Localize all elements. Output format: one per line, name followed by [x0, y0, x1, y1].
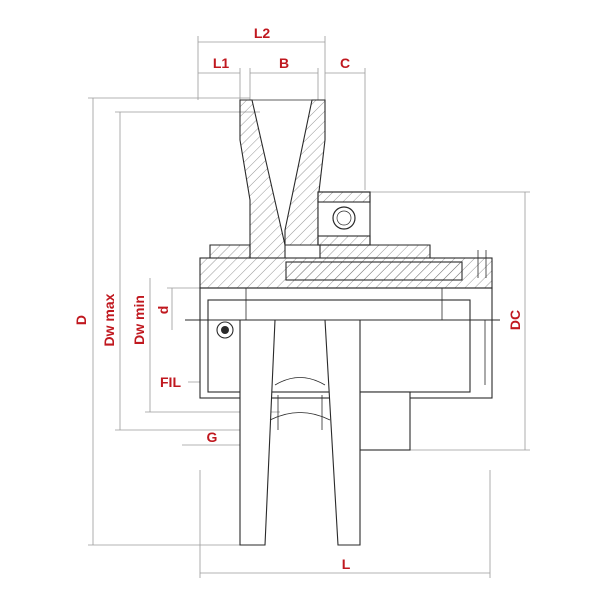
- bearing-outer-race: [317, 191, 371, 203]
- hub-right-section: [319, 244, 431, 259]
- dimension-labels: L2 L1 B C D Dw max Dw min d DC FIL G L: [73, 25, 523, 572]
- bearing-ball: [332, 206, 356, 230]
- label-FIL: FIL: [160, 374, 181, 390]
- bearing-inner-race: [317, 235, 371, 246]
- label-B: B: [279, 55, 289, 71]
- label-C: C: [340, 55, 350, 71]
- moving-flange-lower: [324, 319, 361, 546]
- label-DC: DC: [507, 310, 523, 330]
- fixed-flange-lower: [239, 319, 276, 546]
- label-G: G: [207, 429, 218, 445]
- label-Dw-min: Dw min: [131, 295, 147, 345]
- bearing-housing-lower: [359, 391, 411, 451]
- key-section: [285, 261, 463, 281]
- label-L: L: [342, 556, 351, 572]
- label-d: d: [155, 306, 171, 315]
- label-L2: L2: [254, 25, 271, 41]
- dimension-lines: [88, 36, 530, 578]
- label-Dw-max: Dw max: [101, 293, 117, 346]
- label-D: D: [73, 315, 89, 325]
- hub-left-section: [209, 244, 251, 259]
- label-L1: L1: [213, 55, 230, 71]
- fixed-flange-section: [239, 99, 286, 259]
- pulley-assembly: [185, 99, 500, 546]
